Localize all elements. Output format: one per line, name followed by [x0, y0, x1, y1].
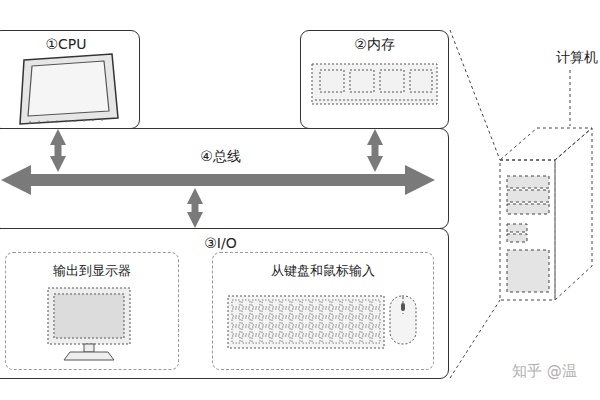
input-group: 从键盘和鼠标输入 [212, 252, 434, 370]
memory-stick [312, 64, 437, 104]
node-title: ③I/O [204, 234, 236, 252]
node-title: 输出到显示器 [53, 262, 131, 280]
watermark: 知乎 @温 [512, 362, 577, 380]
computer-tower [450, 30, 592, 378]
cpu-box: ①CPU [0, 30, 140, 129]
bus-arrow [16, 174, 420, 186]
bus-box: ④总线 [0, 128, 449, 229]
cpu-chip [20, 54, 118, 124]
node-title: ①CPU [45, 35, 86, 53]
computer-label: 计算机 [556, 48, 598, 66]
mouse [390, 296, 416, 344]
bus-connector [192, 196, 199, 220]
memory-box: ②内存 [300, 30, 449, 129]
bus-connector [372, 137, 379, 164]
node-title: ④总线 [200, 147, 241, 165]
node-title: 从键盘和鼠标输入 [271, 262, 375, 280]
node-title: ②内存 [354, 35, 395, 53]
monitor [48, 288, 130, 360]
bus-connector [55, 137, 62, 164]
io-box: ③I/O 输出到显示器 从键盘和鼠标输入 [0, 228, 449, 379]
keyboard [228, 296, 384, 348]
output-group: 输出到显示器 [5, 252, 179, 370]
